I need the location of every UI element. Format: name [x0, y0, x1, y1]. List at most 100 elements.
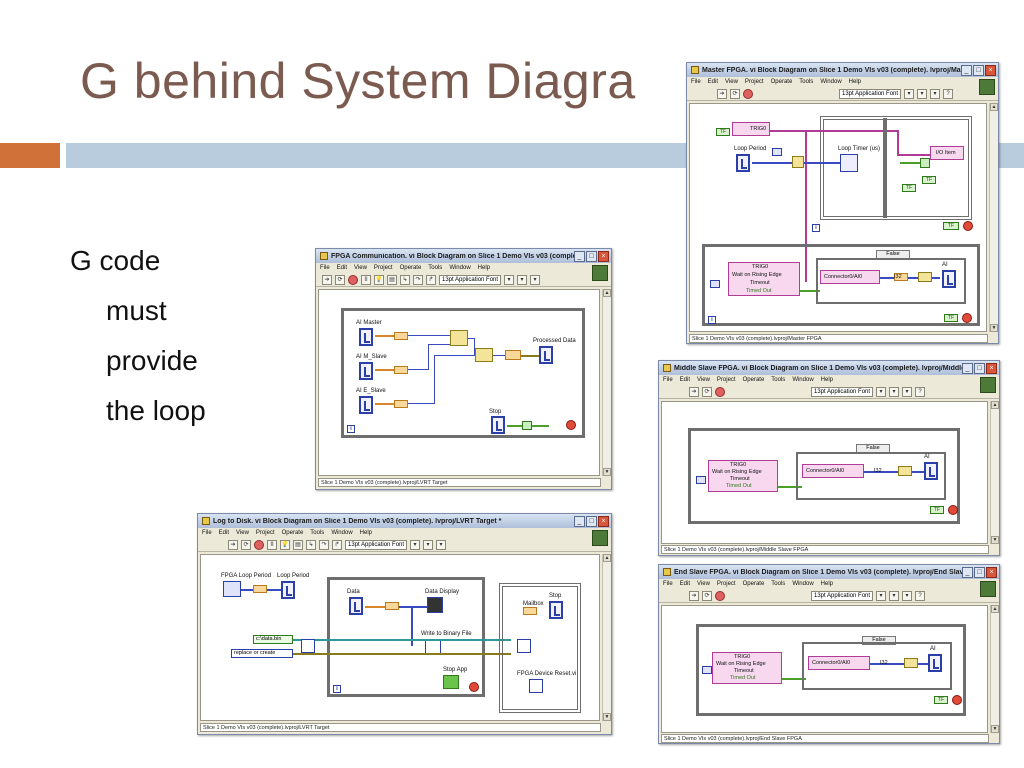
minimize-icon[interactable]: _: [962, 362, 973, 374]
trig0-wait-node[interactable]: [728, 262, 800, 296]
menu-edit[interactable]: Edit: [218, 530, 230, 536]
true-constant[interactable]: TF: [716, 128, 730, 136]
connector-ai0-node[interactable]: [820, 270, 880, 284]
abort-icon[interactable]: [715, 590, 725, 601]
trig0-io-node[interactable]: [732, 122, 770, 136]
true-constant[interactable]: TF: [902, 184, 916, 192]
trig0-wait-node[interactable]: [708, 460, 778, 492]
menu-project[interactable]: Project: [373, 265, 393, 271]
scroll-down-icon[interactable]: ▼: [603, 468, 611, 476]
distribute-icon[interactable]: ▾: [917, 88, 928, 99]
loop-timer-node[interactable]: [840, 154, 858, 172]
menu-project[interactable]: Project: [744, 79, 764, 85]
menu-help[interactable]: Help: [359, 530, 372, 536]
menu-tools[interactable]: Tools: [799, 79, 814, 85]
step-over-icon[interactable]: ↷: [319, 539, 329, 550]
processed-data-indicator[interactable]: [539, 346, 553, 364]
distribute-icon[interactable]: ▾: [517, 274, 528, 285]
window-middle-slave-fpga[interactable]: Middle Slave FPGA. vi Block Diagram on S…: [658, 360, 1000, 556]
font-select[interactable]: 13pt Application Font: [839, 88, 902, 99]
pause-icon[interactable]: II: [361, 274, 371, 285]
true-constant[interactable]: TF: [934, 696, 948, 704]
menu-tools[interactable]: Tools: [310, 530, 325, 536]
or-node[interactable]: [522, 421, 532, 430]
loop-condition-stop-icon[interactable]: [952, 695, 962, 705]
while-loop[interactable]: [341, 308, 585, 438]
run-continuous-icon[interactable]: ⟳: [702, 386, 712, 397]
replace-or-create-enum[interactable]: replace or create: [231, 649, 293, 658]
while-loop-2[interactable]: [702, 244, 980, 326]
stop-control[interactable]: [491, 416, 505, 434]
run-continuous-icon[interactable]: ⟳: [730, 88, 740, 99]
data-fifo-node[interactable]: [349, 597, 363, 615]
connector-ai0-node[interactable]: [808, 656, 870, 670]
minimize-icon[interactable]: _: [961, 64, 972, 76]
vertical-scrollbar[interactable]: ▲ ▼: [990, 401, 999, 544]
loop-condition-stop-icon[interactable]: [948, 505, 958, 515]
menu-operate[interactable]: Operate: [281, 530, 304, 536]
menu-tools[interactable]: Tools: [428, 265, 443, 271]
stop-fpga-control[interactable]: [549, 601, 563, 619]
while-loop[interactable]: [696, 624, 966, 716]
reorder-icon[interactable]: ▾: [902, 590, 913, 601]
flat-sequence-frame[interactable]: [499, 583, 581, 713]
fifo-write-node[interactable]: [918, 272, 932, 282]
ai-fifo-node[interactable]: [942, 270, 956, 288]
maximize-icon[interactable]: □: [586, 515, 597, 527]
align-icon[interactable]: ▾: [876, 590, 887, 601]
io-item-node[interactable]: [930, 146, 964, 160]
menu-file[interactable]: File: [202, 530, 212, 536]
loop-condition-stop-icon[interactable]: [469, 682, 479, 692]
fpga-reset-node[interactable]: [529, 679, 543, 693]
menu-project[interactable]: Project: [716, 581, 736, 587]
step-out-icon[interactable]: ↱: [332, 539, 342, 550]
step-into-icon[interactable]: ↳: [400, 274, 410, 285]
scroll-up-icon[interactable]: ▲: [991, 401, 999, 409]
case-structure[interactable]: [796, 452, 946, 500]
help-icon[interactable]: ?: [915, 386, 926, 397]
window-titlebar[interactable]: Master FPGA. vi Block Diagram on Slice 1…: [687, 63, 998, 77]
menu-view[interactable]: View: [725, 79, 738, 85]
case-structure[interactable]: [816, 258, 966, 304]
window-fpga-communication[interactable]: FPGA Communication. vi Block Diagram on …: [315, 248, 612, 490]
align-icon[interactable]: ▾: [410, 539, 421, 550]
menu-file[interactable]: File: [663, 377, 673, 383]
reorder-icon[interactable]: ▾: [902, 386, 913, 397]
run-continuous-icon[interactable]: ⟳: [241, 539, 251, 550]
close-icon[interactable]: ×: [986, 362, 997, 374]
fifo-read-node[interactable]: [394, 366, 408, 374]
run-arrow-icon[interactable]: ➔: [717, 88, 727, 99]
vertical-scrollbar[interactable]: ▲ ▼: [990, 605, 999, 733]
maximize-icon[interactable]: □: [974, 362, 985, 374]
loop-condition-stop-icon[interactable]: [566, 420, 576, 430]
menu-project[interactable]: Project: [255, 530, 275, 536]
distribute-icon[interactable]: ▾: [889, 386, 900, 397]
close-file-node[interactable]: [517, 639, 531, 653]
scroll-up-icon[interactable]: ▲: [603, 289, 611, 297]
menu-edit[interactable]: Edit: [679, 377, 691, 383]
scroll-down-icon[interactable]: ▼: [990, 324, 998, 332]
menu-project[interactable]: Project: [716, 377, 736, 383]
window-log-to-disk[interactable]: Log to Disk. vi Block Diagram on Slice 1…: [197, 513, 612, 735]
menu-edit[interactable]: Edit: [679, 581, 691, 587]
close-icon[interactable]: ×: [986, 566, 997, 578]
window-end-slave-fpga[interactable]: End Slave FPGA. vi Block Diagram on Slic…: [658, 564, 1000, 744]
scroll-down-icon[interactable]: ▼: [991, 725, 999, 733]
align-icon[interactable]: ▾: [876, 386, 887, 397]
menu-view[interactable]: View: [236, 530, 249, 536]
array-to-cluster-node[interactable]: [505, 350, 521, 360]
fifo-read-node[interactable]: [385, 602, 399, 610]
i32-conversion-node[interactable]: [894, 273, 908, 281]
numeric-constant[interactable]: [702, 666, 712, 674]
align-icon[interactable]: ▾: [504, 274, 515, 285]
close-icon[interactable]: ×: [598, 250, 609, 262]
read-write-control-node[interactable]: [253, 585, 267, 593]
fifo-write-node[interactable]: [898, 466, 912, 476]
while-loop[interactable]: [688, 428, 960, 524]
fifo-write-node[interactable]: [904, 658, 918, 668]
menu-file[interactable]: File: [320, 265, 330, 271]
minimize-icon[interactable]: _: [574, 250, 585, 262]
reorder-icon[interactable]: ▾: [530, 274, 541, 285]
window-titlebar[interactable]: Middle Slave FPGA. vi Block Diagram on S…: [659, 361, 999, 375]
run-continuous-icon[interactable]: ⟳: [702, 590, 712, 601]
